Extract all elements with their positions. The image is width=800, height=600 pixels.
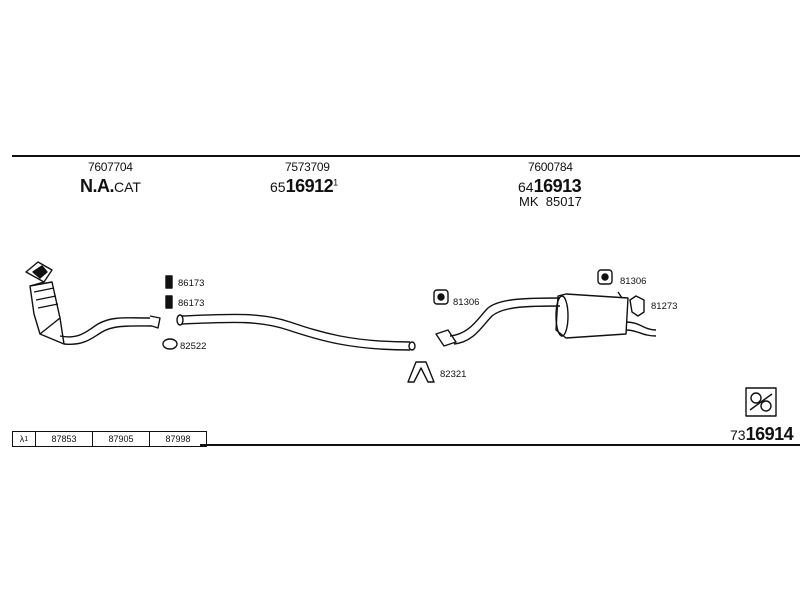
- rear-muffler-code: 6416913: [518, 176, 582, 197]
- label-clamp: 82321: [440, 369, 467, 380]
- mid-pipe-code-prefix: 65: [270, 179, 286, 195]
- catalyst-name: N.A.CAT: [80, 176, 141, 197]
- catalyst-part-number: 7607704: [88, 160, 133, 174]
- hanger-icon-1: [165, 275, 173, 289]
- label-hanger-2: 86173: [178, 298, 205, 309]
- mid-pipe-part-number: 7573709: [285, 160, 330, 174]
- rear-muffler-code-prefix: 64: [518, 179, 534, 195]
- lambda-cell-2: 87905: [93, 432, 150, 446]
- tape-icon: [745, 387, 777, 417]
- mk-code: MK 85017: [519, 194, 582, 209]
- rear-muffler-part-number: 7600784: [528, 160, 573, 174]
- kit-code-main: 16914: [745, 424, 794, 444]
- rear-muffler-code-main: 16913: [533, 176, 582, 196]
- front-pipe: [59, 317, 151, 338]
- label-gasket: 82522: [180, 341, 207, 352]
- lambda-symbol: λ: [19, 434, 25, 444]
- hanger-clip-icon: [629, 295, 645, 317]
- mid-pipe-code: 65169121: [270, 176, 338, 197]
- middle-pipe: [176, 313, 416, 351]
- lambda-sup: 1: [24, 435, 29, 443]
- kit-code: 7316914: [730, 424, 794, 445]
- label-clip: 81273: [651, 301, 678, 312]
- mk-value: 85017: [545, 194, 582, 209]
- bottom-divider: [200, 444, 800, 446]
- label-mount-2: 81306: [620, 276, 647, 287]
- catalyst-name-suffix: CAT: [114, 179, 141, 195]
- rear-muffler: [435, 291, 657, 347]
- rubber-mount-icon-1: [433, 289, 449, 305]
- clamp-icon: [407, 361, 435, 383]
- lambda-cell-1: 87853: [36, 432, 93, 446]
- gasket-ring-icon: [162, 338, 178, 350]
- kit-code-prefix: 73: [730, 427, 746, 443]
- rubber-mount-icon-2: [597, 269, 613, 285]
- catalytic-converter: [25, 261, 65, 345]
- mid-pipe-code-main: 16912: [285, 176, 334, 196]
- label-hanger-1: 86173: [178, 278, 205, 289]
- top-divider: [12, 155, 800, 157]
- mid-pipe-code-sup: 1: [333, 177, 339, 188]
- mk-label: MK: [519, 194, 539, 209]
- catalyst-name-main: N.A.: [80, 176, 115, 196]
- lambda-cell-3: 87998: [165, 434, 191, 444]
- label-mount-1: 81306: [453, 297, 480, 308]
- hanger-icon-2: [165, 295, 173, 309]
